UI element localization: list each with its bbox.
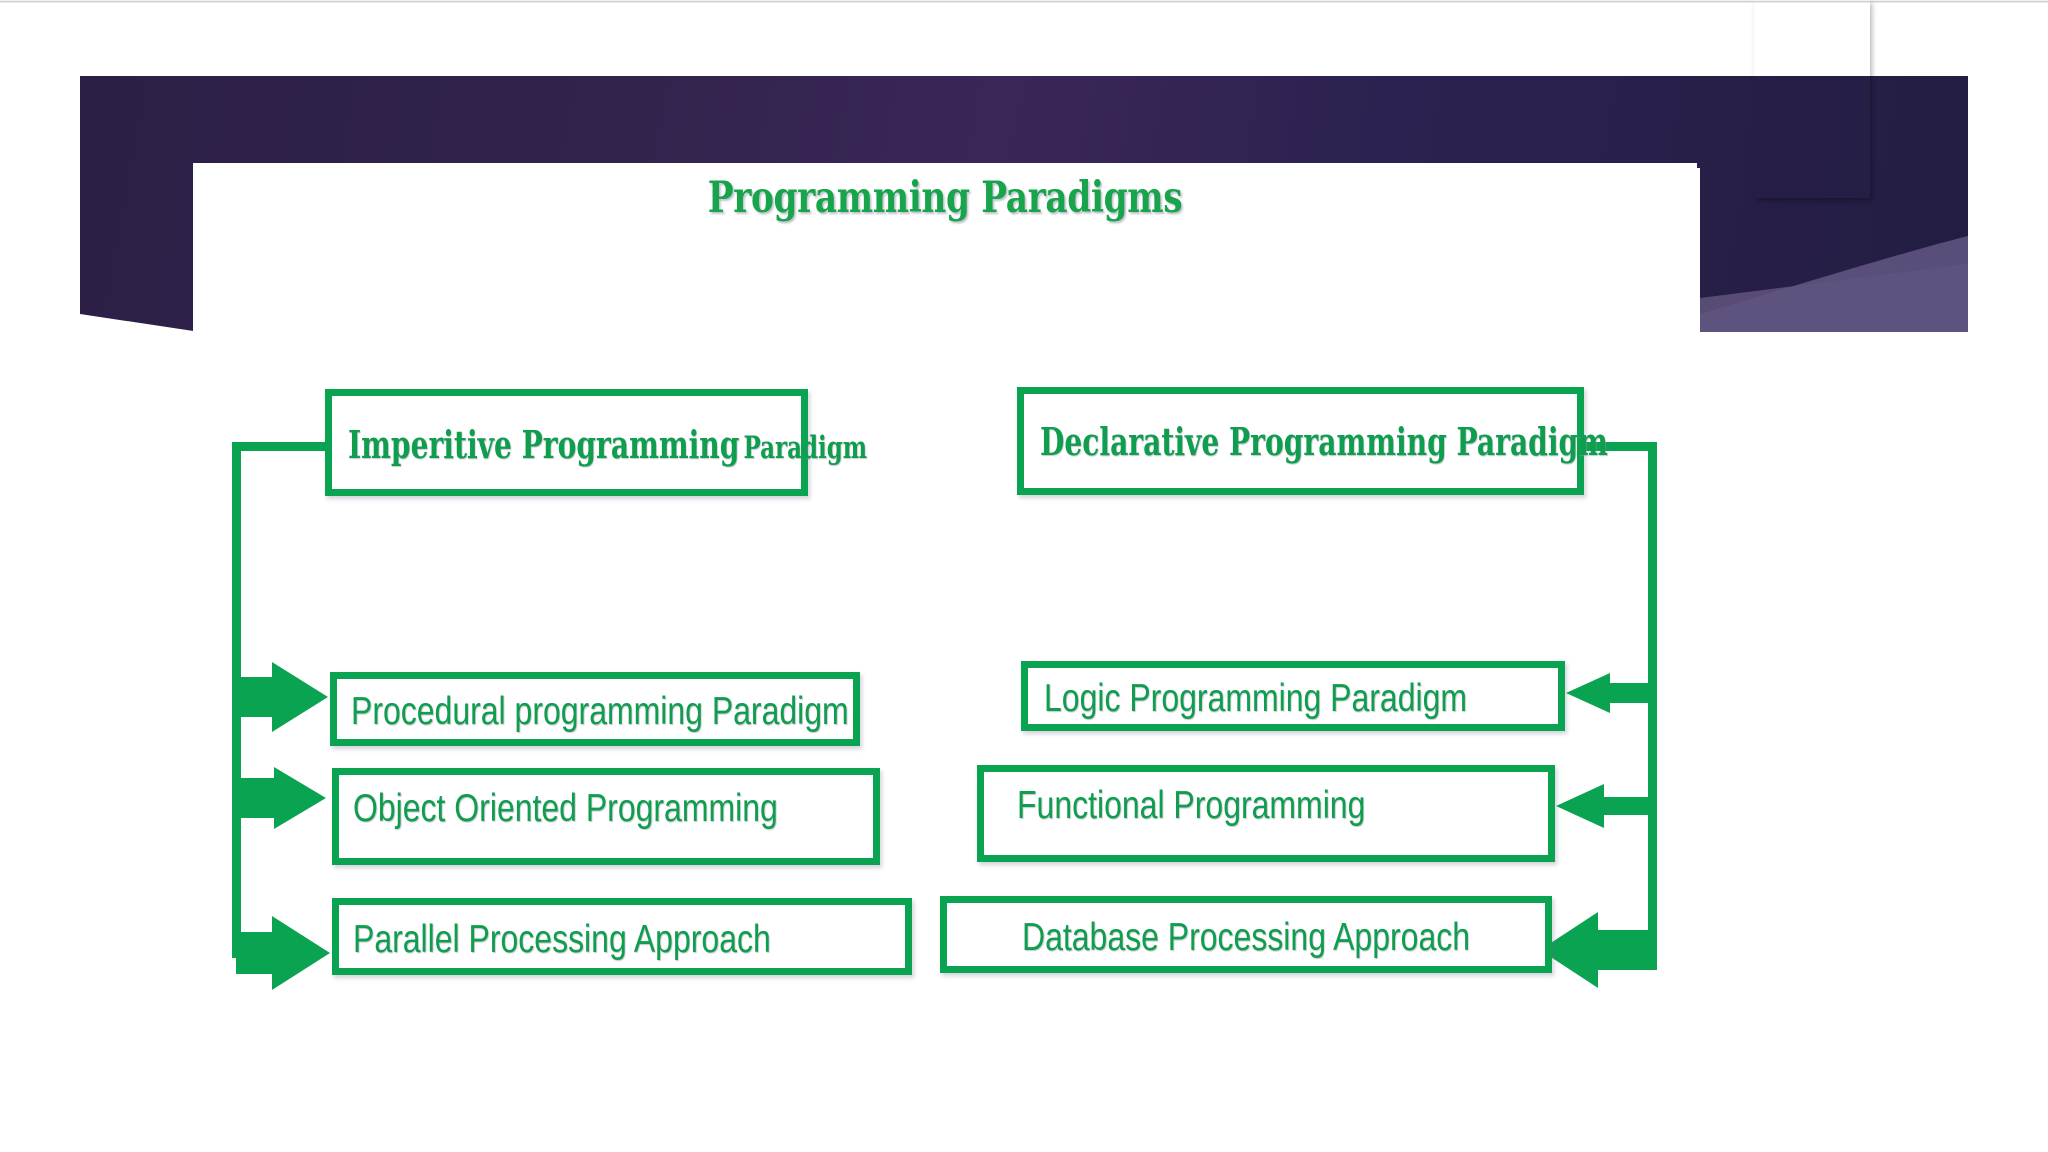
node-label: Procedural programming Paradigm bbox=[351, 690, 849, 733]
node-label-primary: Declarative Programming Paradigm bbox=[1040, 419, 1608, 464]
node-functional-programming[interactable]: Functional Programming bbox=[977, 765, 1555, 862]
node-logic-programming-paradigm[interactable]: Logic Programming Paradigm bbox=[1021, 661, 1565, 731]
node-label: Object Oriented Programming bbox=[353, 787, 778, 830]
node-database-processing-approach[interactable]: Database Processing Approach bbox=[940, 896, 1552, 973]
node-label-primary: Imperitive Programming bbox=[348, 422, 740, 467]
node-declarative-programming-paradigm[interactable]: Declarative Programming Paradigm bbox=[1017, 387, 1608, 495]
node-label: Database Processing Approach bbox=[1021, 916, 1471, 959]
node-label: Logic Programming Paradigm bbox=[1044, 677, 1468, 720]
node-label-secondary: Paradigm bbox=[743, 430, 868, 466]
node-object-oriented-programming[interactable]: Object Oriented Programming bbox=[332, 768, 880, 865]
banner-pink-accent bbox=[1754, 0, 1870, 198]
node-imperitive-programming-paradigm[interactable]: Imperitive Programming Paradigm bbox=[325, 389, 867, 496]
top-edge-hairline bbox=[0, 0, 2048, 3]
node-parallel-processing-approach[interactable]: Parallel Processing Approach bbox=[332, 898, 912, 975]
slide-title: Programming Paradigms bbox=[707, 173, 1183, 223]
node-label: Functional Programming bbox=[1017, 784, 1366, 827]
node-procedural-programming-paradigm[interactable]: Procedural programming Paradigm bbox=[330, 672, 860, 746]
node-label: Parallel Processing Approach bbox=[353, 918, 771, 961]
